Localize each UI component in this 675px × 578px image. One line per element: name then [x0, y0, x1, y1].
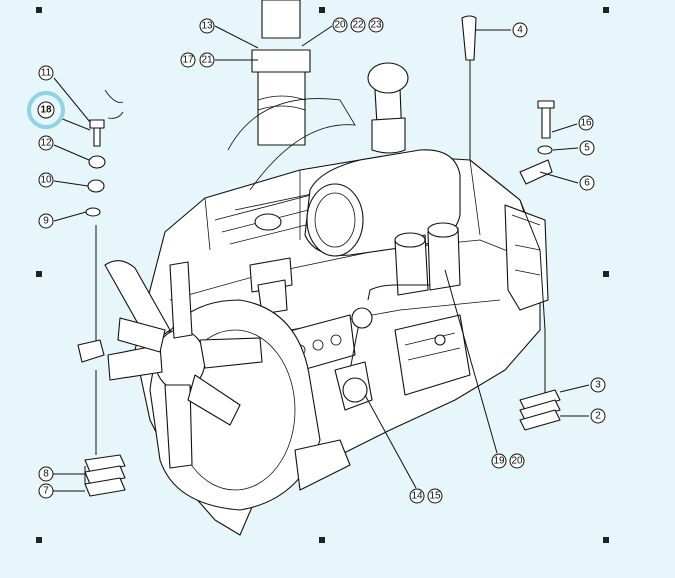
callout-14[interactable]: 14	[409, 488, 425, 504]
resize-handle-top-right[interactable]	[603, 7, 609, 13]
svg-text:10: 10	[40, 175, 52, 186]
svg-text:8: 8	[43, 469, 49, 480]
callout-10[interactable]: 10	[38, 172, 54, 188]
dipstick-handle	[461, 15, 477, 61]
callout-3[interactable]: 3	[590, 377, 606, 393]
svg-text:15: 15	[429, 491, 441, 502]
svg-text:19: 19	[493, 456, 505, 467]
callout-15[interactable]: 15	[427, 488, 443, 504]
callout-12[interactable]: 12	[38, 135, 54, 151]
svg-text:16: 16	[580, 118, 592, 129]
svg-text:18: 18	[40, 105, 52, 116]
selection-handles	[36, 7, 609, 543]
callout-9[interactable]: 9	[38, 213, 54, 229]
resize-handle-top-left[interactable]	[36, 7, 42, 13]
resize-handle-middle-right[interactable]	[603, 271, 609, 277]
callout-11[interactable]: 11	[38, 65, 54, 81]
svg-text:11: 11	[41, 68, 52, 79]
callout-2[interactable]: 2	[590, 408, 606, 424]
resize-handle-bottom-left[interactable]	[36, 537, 42, 543]
callout-13[interactable]: 13	[199, 18, 215, 34]
callout-17[interactable]: 17	[180, 52, 196, 68]
cooling-fan	[104, 260, 263, 469]
resize-handle-bottom-right[interactable]	[603, 537, 609, 543]
callout-21[interactable]: 21	[199, 52, 215, 68]
resize-handle-top-center[interactable]	[319, 7, 325, 13]
svg-text:7: 7	[43, 486, 49, 497]
leader-lines	[53, 25, 590, 492]
svg-text:20: 20	[511, 456, 523, 467]
svg-text:14: 14	[411, 491, 423, 502]
callout-20-bottom[interactable]: 20	[509, 453, 525, 469]
side-cover	[504, 204, 549, 311]
resize-handle-middle-left[interactable]	[36, 271, 42, 277]
callout-23[interactable]: 23	[368, 17, 384, 33]
svg-text:3: 3	[595, 380, 601, 391]
svg-text:23: 23	[370, 20, 382, 31]
left-mounting-parts	[77, 89, 126, 497]
callout-20-top[interactable]: 20	[332, 17, 348, 33]
svg-text:22: 22	[352, 20, 364, 31]
svg-text:4: 4	[517, 25, 523, 36]
svg-text:21: 21	[201, 55, 213, 66]
callout-16[interactable]: 16	[578, 115, 594, 131]
svg-text:2: 2	[595, 411, 601, 422]
engine-drawing	[104, 0, 555, 536]
callout-19[interactable]: 19	[491, 453, 507, 469]
shim-plates	[519, 389, 561, 431]
callout-5[interactable]: 5	[579, 140, 595, 156]
injection-pump	[394, 314, 471, 396]
callout-4[interactable]: 4	[512, 22, 528, 38]
svg-text:17: 17	[182, 55, 194, 66]
svg-text:6: 6	[584, 178, 590, 189]
svg-text:13: 13	[201, 21, 213, 32]
callout-18-selected[interactable]: 18	[27, 91, 65, 129]
svg-text:12: 12	[40, 138, 52, 149]
svg-text:20: 20	[334, 20, 346, 31]
svg-text:5: 5	[584, 143, 590, 154]
resize-handle-bottom-center[interactable]	[319, 537, 325, 543]
callout-6[interactable]: 6	[579, 175, 595, 191]
callout-22[interactable]: 22	[350, 17, 366, 33]
intake-hose	[257, 69, 306, 146]
callout-7[interactable]: 7	[38, 483, 54, 499]
callout-group: 4 13 20 22 23 17 21 11 18 12 10 9 16 5 6…	[27, 17, 606, 504]
callout-8[interactable]: 8	[38, 466, 54, 482]
svg-text:9: 9	[43, 216, 49, 227]
